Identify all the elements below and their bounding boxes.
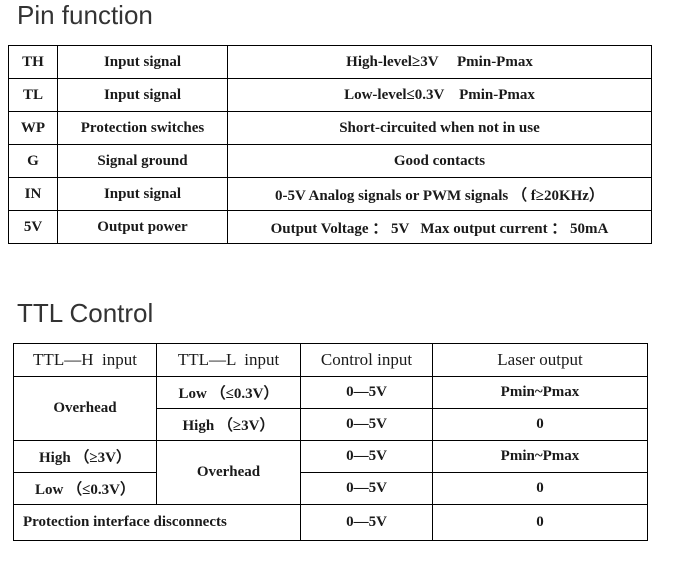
pin-description: High-level≥3V Pmin-Pmax [227, 45, 652, 79]
pin-description: 0-5V Analog signals or PWM signals （ f≥2… [227, 177, 652, 211]
control-input-value: 0—5V [300, 376, 433, 409]
ttl-h-value: High （≥3V） [13, 440, 157, 473]
table-row: 5V Output power Output Voltage ： 5V Max … [8, 210, 652, 244]
table-row: G Signal ground Good contacts [8, 144, 652, 178]
control-input-value: 0—5V [300, 440, 433, 473]
pin-description: Output Voltage ： 5V Max output current ：… [227, 210, 652, 244]
table-row: TL Input signal Low-level≤0.3V Pmin-Pmax [8, 78, 652, 112]
laser-output-value: Pmin~Pmax [432, 376, 648, 409]
laser-output-value: 0 [432, 408, 648, 441]
pin-name: 5V [8, 210, 58, 244]
table-row: IN Input signal 0-5V Analog signals or P… [8, 177, 652, 211]
header-laser-output: Laser output [432, 343, 648, 377]
header-control-input: Control input [300, 343, 433, 377]
laser-output-value: 0 [432, 472, 648, 505]
pin-function-table: TH Input signal High-level≥3V Pmin-Pmax … [8, 45, 652, 244]
pin-function: Signal ground [57, 144, 228, 178]
overhead-cell-h: Overhead [13, 376, 157, 441]
overhead-cell-l: Overhead [156, 440, 301, 505]
ttl-control-title: TTL Control [17, 298, 154, 328]
table-row: WP Protection switches Short-circuited w… [8, 111, 652, 145]
ttl-h-value: Low （≤0.3V） [13, 472, 157, 505]
control-input-value: 0—5V [300, 472, 433, 505]
ttl-control-table: TTL—H input TTL—L input Control input La… [13, 343, 648, 541]
pin-function: Protection switches [57, 111, 228, 145]
pin-name: G [8, 144, 58, 178]
pin-name: TH [8, 45, 58, 79]
pin-description: Good contacts [227, 144, 652, 178]
header-ttl-l: TTL—L input [156, 343, 301, 377]
pin-function: Output power [57, 210, 228, 244]
pin-function: Input signal [57, 177, 228, 211]
pin-function-title: Pin function [17, 0, 153, 30]
control-input-value: 0—5V [300, 504, 433, 541]
pin-name: TL [8, 78, 58, 112]
table-header-row: TTL—H input TTL—L input Control input La… [13, 343, 648, 377]
header-ttl-h: TTL—H input [13, 343, 157, 377]
pin-name: IN [8, 177, 58, 211]
pin-description: Short-circuited when not in use [227, 111, 652, 145]
table-row: Low （≤0.3V） 0—5V 0 [13, 472, 648, 505]
control-input-value: 0—5V [300, 408, 433, 441]
ttl-l-value: Low （≤0.3V） [156, 376, 301, 409]
table-row: Overhead Low （≤0.3V） 0—5V Pmin~Pmax [13, 376, 648, 441]
table-row: High （≥3V） 0—5V 0 [14, 408, 648, 441]
laser-output-value: 0 [432, 504, 648, 541]
ttl-l-value: High （≥3V） [156, 408, 301, 441]
table-row: TH Input signal High-level≥3V Pmin-Pmax [8, 45, 652, 79]
table-row: Protection interface disconnects 0—5V 0 [13, 504, 648, 541]
pin-function: Input signal [57, 45, 228, 79]
pin-function: Input signal [57, 78, 228, 112]
laser-output-value: Pmin~Pmax [432, 440, 648, 473]
pin-name: WP [8, 111, 58, 145]
protection-interface-label: Protection interface disconnects [13, 504, 301, 541]
table-row: High （≥3V） Overhead 0—5V Pmin~Pmax [13, 440, 648, 505]
pin-description: Low-level≤0.3V Pmin-Pmax [227, 78, 652, 112]
